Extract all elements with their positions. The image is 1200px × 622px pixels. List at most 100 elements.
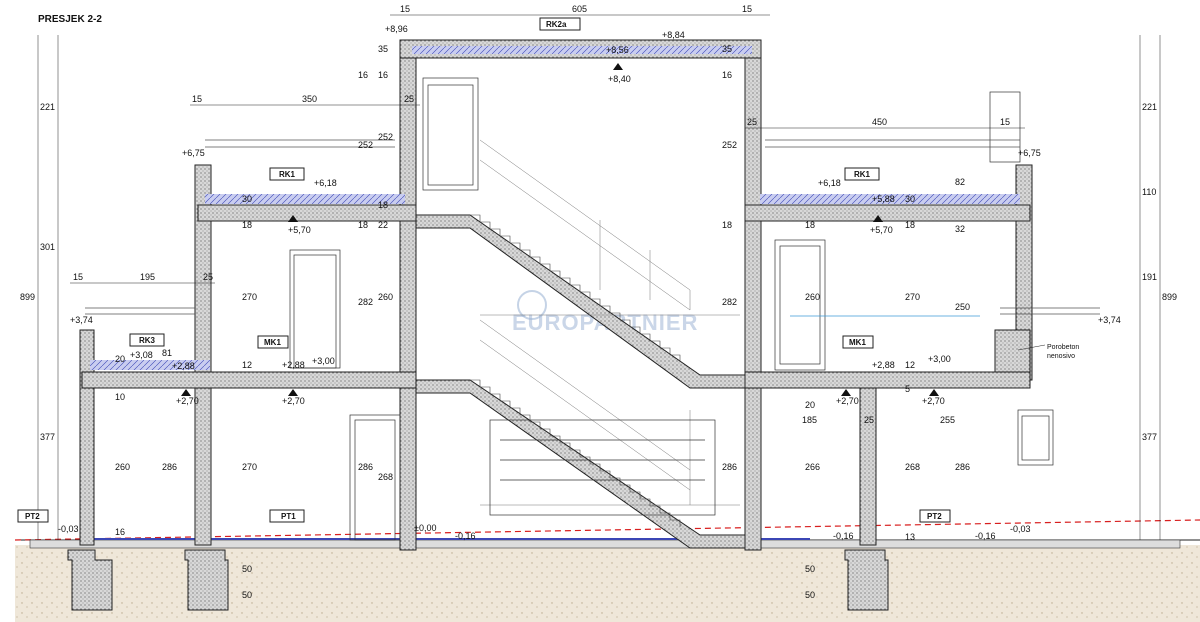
dim-top-15b: 15	[742, 4, 752, 14]
dim-13: 13	[905, 532, 915, 542]
level-rk1-right-slab: +5,88	[872, 194, 895, 204]
dim-268a: 268	[378, 472, 393, 482]
level-rk3-b: +2,88	[172, 361, 195, 371]
dim-286a: 286	[162, 462, 177, 472]
dim-16a: 16	[358, 70, 368, 80]
dim-outer-left-221: 221	[40, 102, 55, 112]
level-first-floor-left: +5,70	[288, 225, 311, 235]
dim-25c: 25	[864, 415, 874, 425]
level-rk3: +3,08	[130, 350, 153, 360]
dim-82: 82	[955, 177, 965, 187]
level-ground-ceiling-left-a: +2,70	[176, 396, 199, 406]
openings	[289, 77, 1054, 541]
note-line1: Porobeton	[1047, 344, 1079, 351]
tag-rk3: RK3	[139, 336, 156, 345]
dim-left-25b: 25	[203, 272, 213, 282]
level-ground-right: -0,03	[1010, 524, 1031, 534]
dim-16c: 16	[722, 70, 732, 80]
ground-insulation	[90, 538, 810, 540]
dim-right-25: 25	[747, 117, 757, 127]
dim-268b: 268	[905, 462, 920, 472]
dim-35b: 35	[722, 44, 732, 54]
dim-left-25a: 25	[404, 94, 414, 104]
dim-35a: 35	[378, 44, 388, 54]
level-first-floor-right: +5,70	[870, 225, 893, 235]
level-ground-left: -0,03	[58, 524, 79, 534]
dim-18f: 18	[905, 220, 915, 230]
level-floor-m2: -0,16	[833, 531, 854, 541]
dim-18c: 18	[378, 200, 388, 210]
terrain-line	[14, 519, 1200, 541]
level-mk1-right-b: +3,00	[928, 354, 951, 364]
dim-282b: 282	[722, 297, 737, 307]
level-roof-under: +8,40	[608, 74, 631, 84]
tag-pt2-left: PT2	[25, 512, 40, 521]
dim-outer-right-899: 899	[1162, 292, 1177, 302]
level-mk1-left-b: +3,00	[312, 356, 335, 366]
level-roof-slab-left: +8,56	[606, 45, 629, 55]
dim-30a: 30	[242, 194, 252, 204]
dim-50d: 50	[805, 590, 815, 600]
dim-18e: 18	[805, 220, 815, 230]
dim-outer-right-110: 110	[1142, 187, 1156, 197]
tag-mk1-left: MK1	[264, 338, 281, 347]
level-ground-ceiling-left-b: +2,70	[282, 396, 305, 406]
dim-50b: 50	[242, 590, 252, 600]
dim-185: 185	[802, 415, 817, 425]
dim-outer-right-191: 191	[1142, 272, 1157, 282]
dim-18d: 18	[722, 220, 732, 230]
dim-22: 22	[378, 220, 388, 230]
dim-81: 81	[162, 348, 172, 358]
dim-32: 32	[955, 224, 965, 234]
dim-left-350: 350	[302, 94, 317, 104]
dim-top-605: 605	[572, 4, 587, 14]
dim-left-195: 195	[140, 272, 155, 282]
level-rk1-right: +6,18	[818, 178, 841, 188]
dim-50a: 50	[242, 564, 252, 574]
level-mk1-left-a: +2,88	[282, 360, 305, 370]
dim-12b: 12	[905, 360, 915, 370]
dim-outer-left-301: 301	[40, 242, 55, 252]
dim-252c: 252	[722, 140, 737, 150]
level-ground-ceiling-right-b: +2,70	[922, 396, 945, 406]
dim-16b: 16	[378, 70, 388, 80]
dim-18a: 18	[242, 220, 252, 230]
dim-outer-right-377: 377	[1142, 432, 1157, 442]
tag-rk1-right: RK1	[854, 170, 871, 179]
tag-pt1: PT1	[281, 512, 296, 521]
dim-30b: 30	[905, 194, 915, 204]
dim-5: 5	[905, 384, 910, 394]
tag-pt2-right: PT2	[927, 512, 942, 521]
dim-10: 10	[115, 392, 125, 402]
dim-260c: 260	[115, 462, 130, 472]
dim-266: 266	[805, 462, 820, 472]
note-line2: nenosivo	[1047, 353, 1075, 360]
level-floor-m3: -0,16	[975, 531, 996, 541]
dim-286d: 286	[955, 462, 970, 472]
dim-270c: 270	[242, 462, 257, 472]
dim-255: 255	[940, 415, 955, 425]
dim-250: 250	[955, 302, 970, 312]
level-terrace-left: +3,74	[70, 315, 93, 325]
dim-20b: 20	[805, 400, 815, 410]
dimension-lines	[37, 14, 1161, 540]
dim-left-15a: 15	[192, 94, 202, 104]
dim-50c: 50	[805, 564, 815, 574]
level-marks: +8,96 +8,56 +8,84 +8,40 +6,75 +6,75 +6,1…	[58, 24, 1121, 541]
dim-right-15: 15	[1000, 117, 1010, 127]
tag-mk1-right: MK1	[849, 338, 866, 347]
dim-260a: 260	[378, 292, 393, 302]
dim-outer-right-221: 221	[1142, 102, 1157, 112]
level-roof-top-right: +8,84	[662, 30, 685, 40]
level-parapet-right: +6,75	[1018, 148, 1041, 158]
dim-12a: 12	[242, 360, 252, 370]
level-rk1-left: +6,18	[314, 178, 337, 188]
dim-252b: 252	[378, 132, 393, 142]
level-mk1-right-a: +2,88	[872, 360, 895, 370]
dim-16d: 16	[115, 527, 125, 537]
dimension-labels: 605 15 15 15 350 25 15 195 25 25 450 15 …	[20, 4, 1177, 600]
dim-right-450: 450	[872, 117, 887, 127]
dim-252a: 252	[358, 140, 373, 150]
level-zero: ±0,00	[414, 523, 436, 533]
